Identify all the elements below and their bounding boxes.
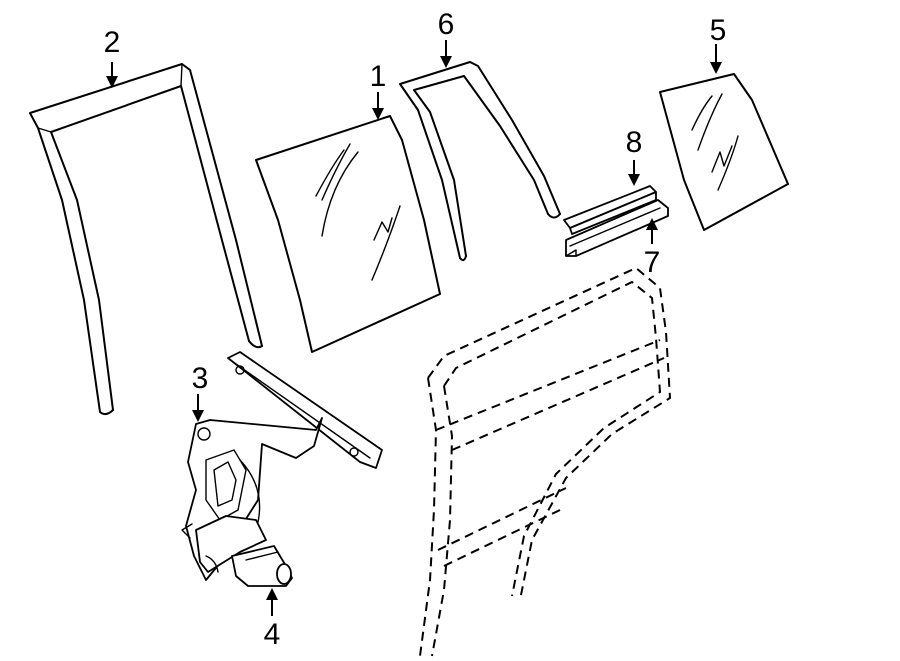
regulator-motor-part-4 — [195, 515, 293, 587]
callout-6: 6 — [438, 8, 455, 41]
callout-arrows — [106, 40, 722, 616]
callout-2: 2 — [104, 26, 121, 59]
callout-1: 1 — [370, 60, 387, 93]
division-seal-part-8 — [563, 185, 657, 235]
callout-4: 4 — [264, 618, 281, 651]
door-window-glass-part-1 — [255, 115, 441, 353]
rear-glass-run-part-6 — [399, 61, 561, 262]
glass-run-channel-part-2 — [29, 63, 263, 416]
callout-5: 5 — [710, 14, 727, 47]
rear-door-outline — [419, 267, 671, 657]
callout-8: 8 — [626, 126, 643, 159]
callout-7: 7 — [644, 246, 661, 279]
quarter-glass-part-5 — [659, 73, 789, 231]
division-support-part-7 — [565, 199, 669, 257]
callout-3: 3 — [192, 362, 209, 395]
